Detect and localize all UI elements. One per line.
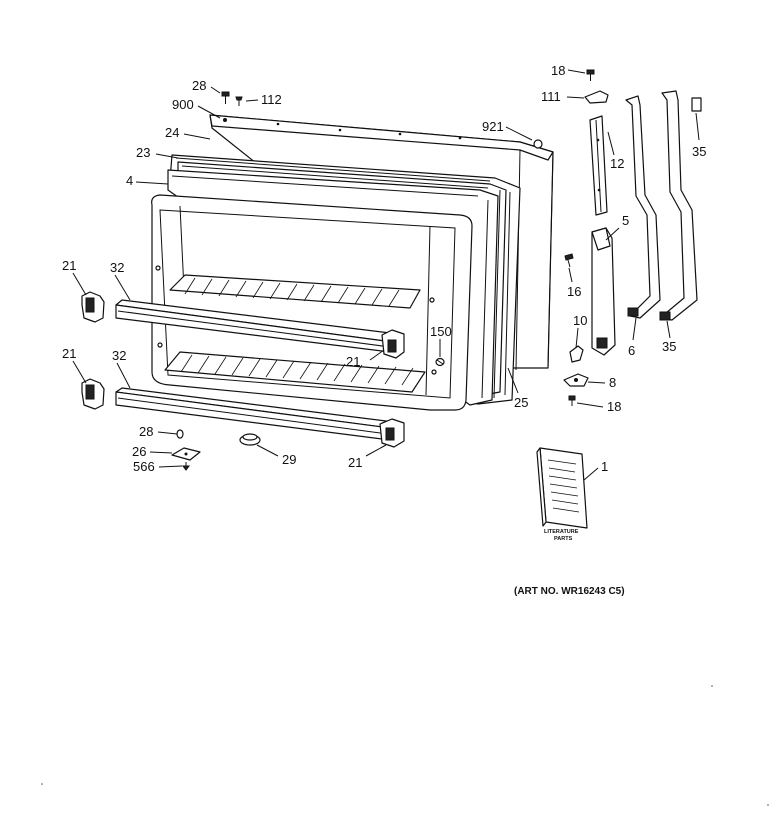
callout-18-top: 18	[551, 63, 565, 78]
callout-111: 111	[541, 89, 561, 104]
callout-23: 23	[136, 145, 150, 160]
callout-18-bottom: 18	[607, 399, 621, 414]
callout-32-bottom: 32	[112, 348, 126, 363]
callout-4: 4	[126, 173, 133, 188]
callout-5: 5	[622, 213, 629, 228]
screw-18-top	[586, 69, 595, 81]
literature-booklet: LITERATURE PARTS	[536, 447, 588, 542]
callout-921: 921	[482, 119, 504, 134]
screw-16	[564, 253, 574, 268]
callout-16: 16	[567, 284, 581, 299]
leader-lines	[72, 69, 700, 481]
callout-21-right-mid: 21	[346, 354, 360, 369]
washer-28-bottom	[176, 429, 184, 439]
callout-35-top: 35	[692, 144, 706, 159]
callout-labels: 28 112 900 24 23 4 921 18 111 12 35 5 16…	[62, 63, 706, 474]
callout-21-right-bottom: 21	[348, 455, 362, 470]
hinge-cap-111	[584, 90, 609, 104]
handle-cap-35	[691, 97, 702, 112]
callout-112: 112	[261, 92, 282, 107]
callout-900: 900	[172, 97, 194, 112]
callout-1: 1	[601, 459, 608, 474]
screw-112	[235, 96, 243, 106]
inner-door-liner	[151, 194, 473, 411]
callout-6: 6	[628, 343, 635, 358]
callout-32-top: 32	[110, 260, 124, 275]
callout-28-top: 28	[192, 78, 206, 93]
handle-mount-6	[625, 95, 661, 319]
cap-29	[239, 433, 261, 446]
callout-21-left-bottom: 21	[62, 346, 76, 361]
shelf-end-cap-left-lower	[81, 378, 105, 410]
callout-29: 29	[282, 452, 296, 467]
callout-26: 26	[132, 444, 146, 459]
plate-26	[171, 447, 201, 461]
hinge-8	[563, 373, 589, 387]
shelf-end-cap-right-upper	[381, 329, 405, 359]
callout-25: 25	[514, 395, 528, 410]
callout-24: 24	[165, 125, 179, 140]
callout-566: 566	[133, 459, 155, 474]
plug-150	[435, 357, 445, 367]
stop-10	[569, 345, 584, 363]
art-number: (ART NO. WR16243 C5)	[514, 586, 625, 597]
callout-12: 12	[610, 156, 624, 171]
shelf-end-cap-right-lower	[379, 418, 405, 448]
callout-28-bottom: 28	[139, 424, 153, 439]
screw-566	[182, 462, 190, 471]
callout-21-left-top: 21	[62, 258, 76, 273]
screw-28-top	[221, 91, 230, 104]
bracket-5	[591, 227, 616, 356]
literature-caption-line2: PARTS	[554, 536, 573, 542]
literature-caption-line1: LITERATURE	[544, 529, 579, 535]
scan-specks	[41, 685, 769, 806]
callout-150: 150	[430, 324, 452, 339]
callout-10: 10	[573, 313, 587, 328]
callout-35-bottom: 35	[662, 339, 676, 354]
screw-18-bottom	[568, 395, 576, 406]
callout-8: 8	[609, 375, 616, 390]
door-handle-35	[659, 90, 698, 321]
hinge-bracket-12	[589, 115, 608, 216]
shelf-end-cap-left-upper	[81, 291, 105, 323]
